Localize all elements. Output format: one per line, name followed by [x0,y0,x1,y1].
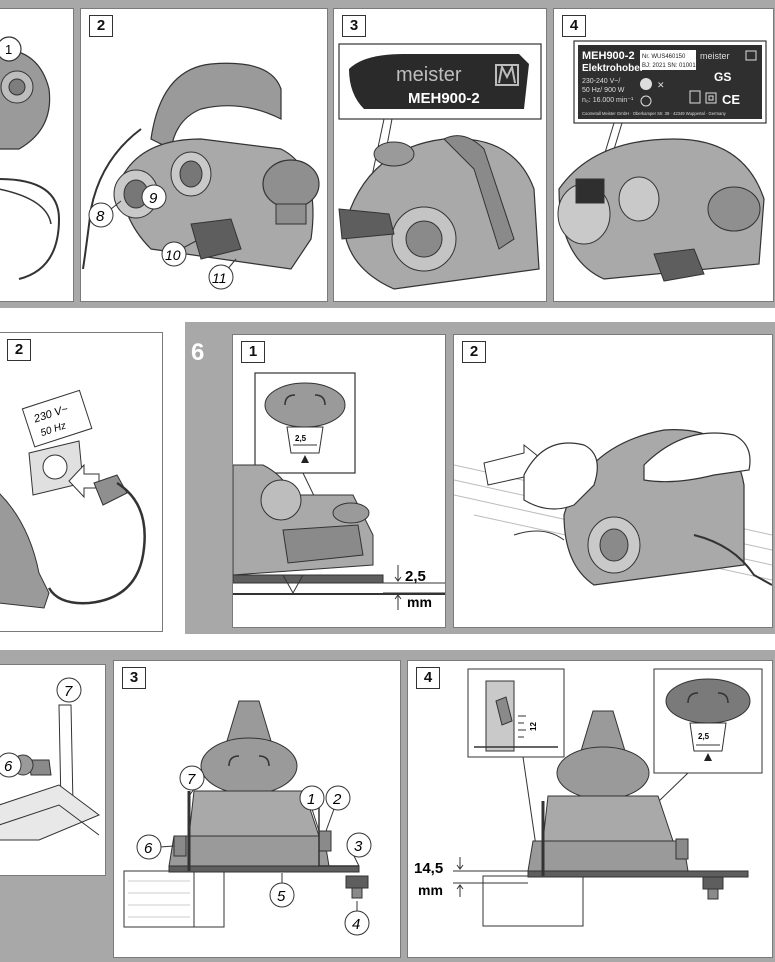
bottom-left-partial-panel: 7 6 [0,664,106,876]
height-value: 14,5 [414,860,443,877]
brand-logo-icon [495,64,519,86]
section6-panel-2: 2 [453,334,773,628]
right-hand [643,432,751,483]
mid-left-panel: 2 230 V~ 50 Hz [0,332,163,632]
top-left-partial-panel: 1 [0,8,74,302]
plate-item-no: Nr. WUS460150 [642,54,686,60]
callout-10: 10 [161,240,197,267]
bottom-panel-3: 3 7 6 1 [113,660,401,958]
svg-text:10: 10 [165,247,181,263]
ce-mark-icon: CE [722,92,740,107]
depth-value: 2,5 [405,568,426,585]
callout-1: 1 [299,785,325,832]
callout-3: 3 [346,832,372,867]
callout-6: 6 [136,834,175,860]
section-number: 6 [191,339,205,366]
height-unit: mm [418,882,443,898]
safety-symbol-icon [640,78,652,90]
section6-panel-1: 1 2,5 2,5 mm [232,334,446,628]
planer-callout-illustration: 8 9 10 11 [82,62,320,290]
svg-text:3: 3 [354,838,363,855]
svg-text:5: 5 [277,888,286,905]
svg-text:7: 7 [187,771,196,788]
callout-2: 2 [325,785,351,832]
plate-speed: n₀: 16.000 min⁻¹ [582,97,634,104]
svg-text:1: 1 [307,791,315,808]
step-number: 2 [7,339,31,361]
plate-model: MEH900-2 [582,50,635,62]
callout-7: 7 [179,765,205,797]
rebate-depth-setup-illustration: 12 2,5 14,5 mm [414,668,763,927]
rating-plate-illustration: MEH900-2 Elektrohobel Nr. WUS460150 BJ: … [557,40,767,282]
pointer-icon [704,753,712,761]
parallel-fence-assembly-illustration: 7 6 1 2 3 5 4 [123,700,372,936]
model-name: MEH900-2 [408,90,480,107]
step-number: 2 [462,341,486,363]
dial-scale-value: 2,5 [698,732,710,741]
plate-name: Elektrohobel [582,63,643,74]
depth-setting-illustration: 2,5 2,5 mm [233,372,445,610]
goggles-icon [640,95,652,107]
callout-4: 4 [344,901,370,936]
gs-mark-icon: GS [714,70,731,84]
top-panel-4: 4 MEH900-2 Elektrohobel Nr. WUS460150 BJ… [553,8,774,302]
step-number: 1 [241,341,265,363]
depth-unit: mm [407,594,432,610]
gauge-value: 12 [529,722,538,731]
planing-operation-illustration [454,429,772,586]
class2-icon [705,92,717,104]
callout-5: 5 [269,873,295,908]
plate-batch: BJ: 2021 SN: 01001 [642,63,696,69]
svg-text:9: 9 [149,190,158,207]
step-number: 3 [342,15,366,37]
dial-scale-value: 2,5 [295,434,307,443]
pointer-icon [301,455,309,463]
callout-1: 1 [5,42,12,57]
step-number: 4 [562,15,586,37]
partial-illustration-top: 1 [0,36,61,280]
plug-socket-illustration: 230 V~ 50 Hz [0,389,146,609]
callout-7: 7 [64,683,73,700]
brand-logo-icon [745,50,757,61]
plate-brand: meister [700,51,730,61]
brand-label-illustration: meister MEH900-2 [338,43,542,290]
top-panel-3: 3 meister MEH900-2 [333,8,547,302]
left-hand [523,442,598,510]
svg-text:2: 2 [332,791,342,808]
brand-name: meister [396,64,462,86]
callout-11: 11 [208,258,237,290]
step-number: 4 [416,667,440,689]
plate-freq-power: 50 Hz/ 900 W [582,87,625,94]
plate-voltage: 230-240 V~/ [582,78,620,85]
svg-text:8: 8 [96,208,105,225]
weee-bin-icon: ✕ [657,80,665,90]
plate-address: Coometall Meister GmbH · Oberkamper Str.… [582,111,727,116]
fence-detail-illustration: 7 6 [0,677,100,841]
step-number: 3 [122,667,146,689]
callout-9: 9 [141,184,167,210]
svg-text:4: 4 [352,916,360,933]
step-number: 2 [89,15,113,37]
top-panel-2: 2 8 9 10 [80,8,328,302]
svg-text:11: 11 [212,270,227,286]
bottom-panel-4: 4 12 2,5 14,5 mm [407,660,773,958]
callout-6: 6 [4,758,13,775]
recycle-icon [689,90,701,104]
callout-8: 8 [88,200,122,228]
svg-text:6: 6 [144,840,153,857]
